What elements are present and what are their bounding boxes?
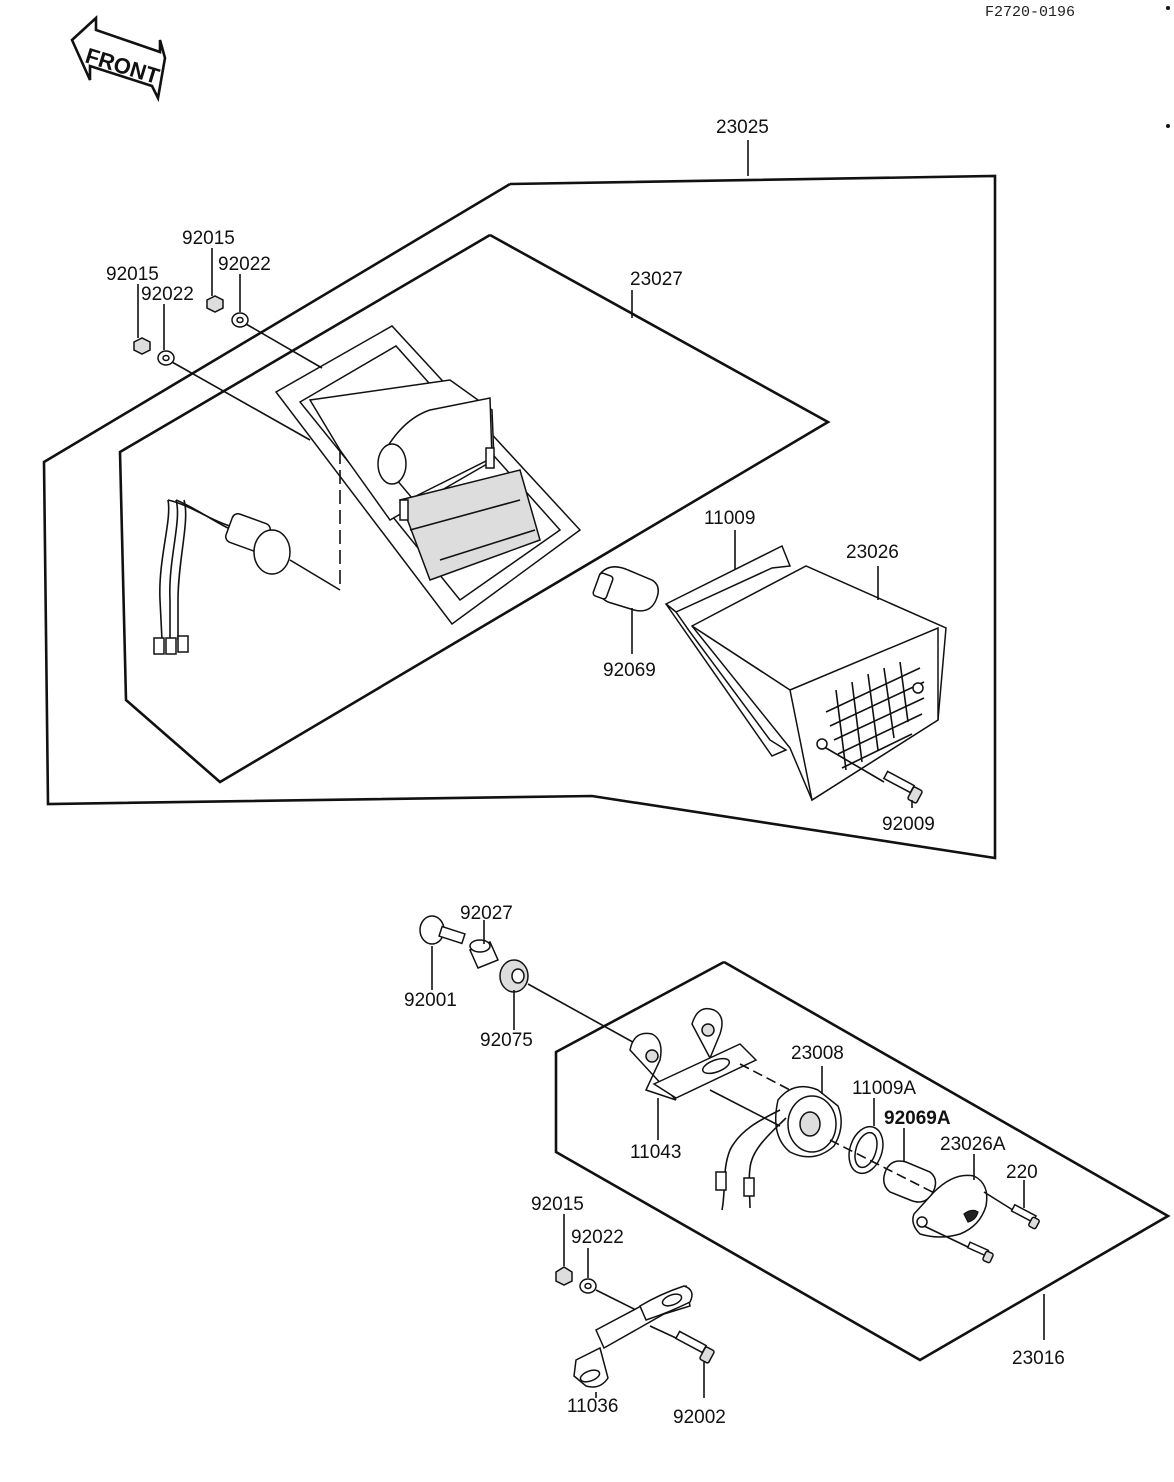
bracket-11036 [573,1284,693,1388]
nut-92015-a [133,337,151,355]
washer-92022-b [231,312,249,328]
label-92075: 92075 [480,1030,533,1051]
bulb-92069A [883,1160,937,1203]
nut-92015-c [555,1266,573,1286]
screw-220 [1010,1203,1040,1230]
label-92022-c: 92022 [571,1227,624,1248]
bolt-92001 [419,915,466,945]
washer-92022-c [579,1278,597,1294]
label-11009A: 11009A [852,1078,916,1099]
label-11043: 11043 [630,1142,681,1163]
label-23025: 23025 [716,117,769,138]
label-11009: 11009 [704,508,755,529]
lens-23026 [664,544,947,802]
label-92001: 92001 [404,990,457,1011]
screw-220-lower [923,1225,994,1264]
label-92027: 92027 [460,903,513,924]
margin-dot [1166,6,1170,10]
bracket-11043 [629,1007,758,1101]
label-23026: 23026 [846,542,899,563]
label-11036: 11036 [567,1396,618,1417]
label-92009: 92009 [882,814,935,835]
label-220: 220 [1006,1162,1038,1183]
collar-92027 [468,939,500,969]
label-23016: 23016 [1012,1348,1065,1369]
label-23027: 23027 [630,269,683,290]
label-92069: 92069 [603,660,656,681]
taillight-housing [274,325,582,626]
label-92015-a: 92015 [106,264,159,285]
margin-dot [1166,124,1170,128]
label-23026A: 23026A [940,1134,1006,1155]
washer-92022-a [157,350,175,366]
label-92022-b: 92022 [218,254,271,275]
label-92015-c: 92015 [531,1194,584,1215]
socket-23008 [715,1085,842,1211]
bulb-92069 [592,566,659,612]
bulb-socket-wiring [153,450,341,655]
grommet-92075 [499,959,529,993]
label-92002: 92002 [673,1407,726,1428]
label-92069A: 92069A [884,1108,951,1129]
front-arrow-icon: FRONT [70,15,167,103]
bolt-92002 [674,1330,715,1364]
drawing-code: F2720-0196 [985,4,1075,21]
assembly-boundary-23027 [118,233,831,784]
screw-92009 [882,770,923,804]
assembly-boundary-23025 [42,174,997,860]
lens-23026A [912,1174,988,1238]
nut-92015-b [206,295,224,313]
label-23008: 23008 [791,1043,844,1064]
label-92015-b: 92015 [182,228,235,249]
assembly-boundary-23016 [554,960,1171,1362]
label-92022-a: 92022 [141,284,194,305]
